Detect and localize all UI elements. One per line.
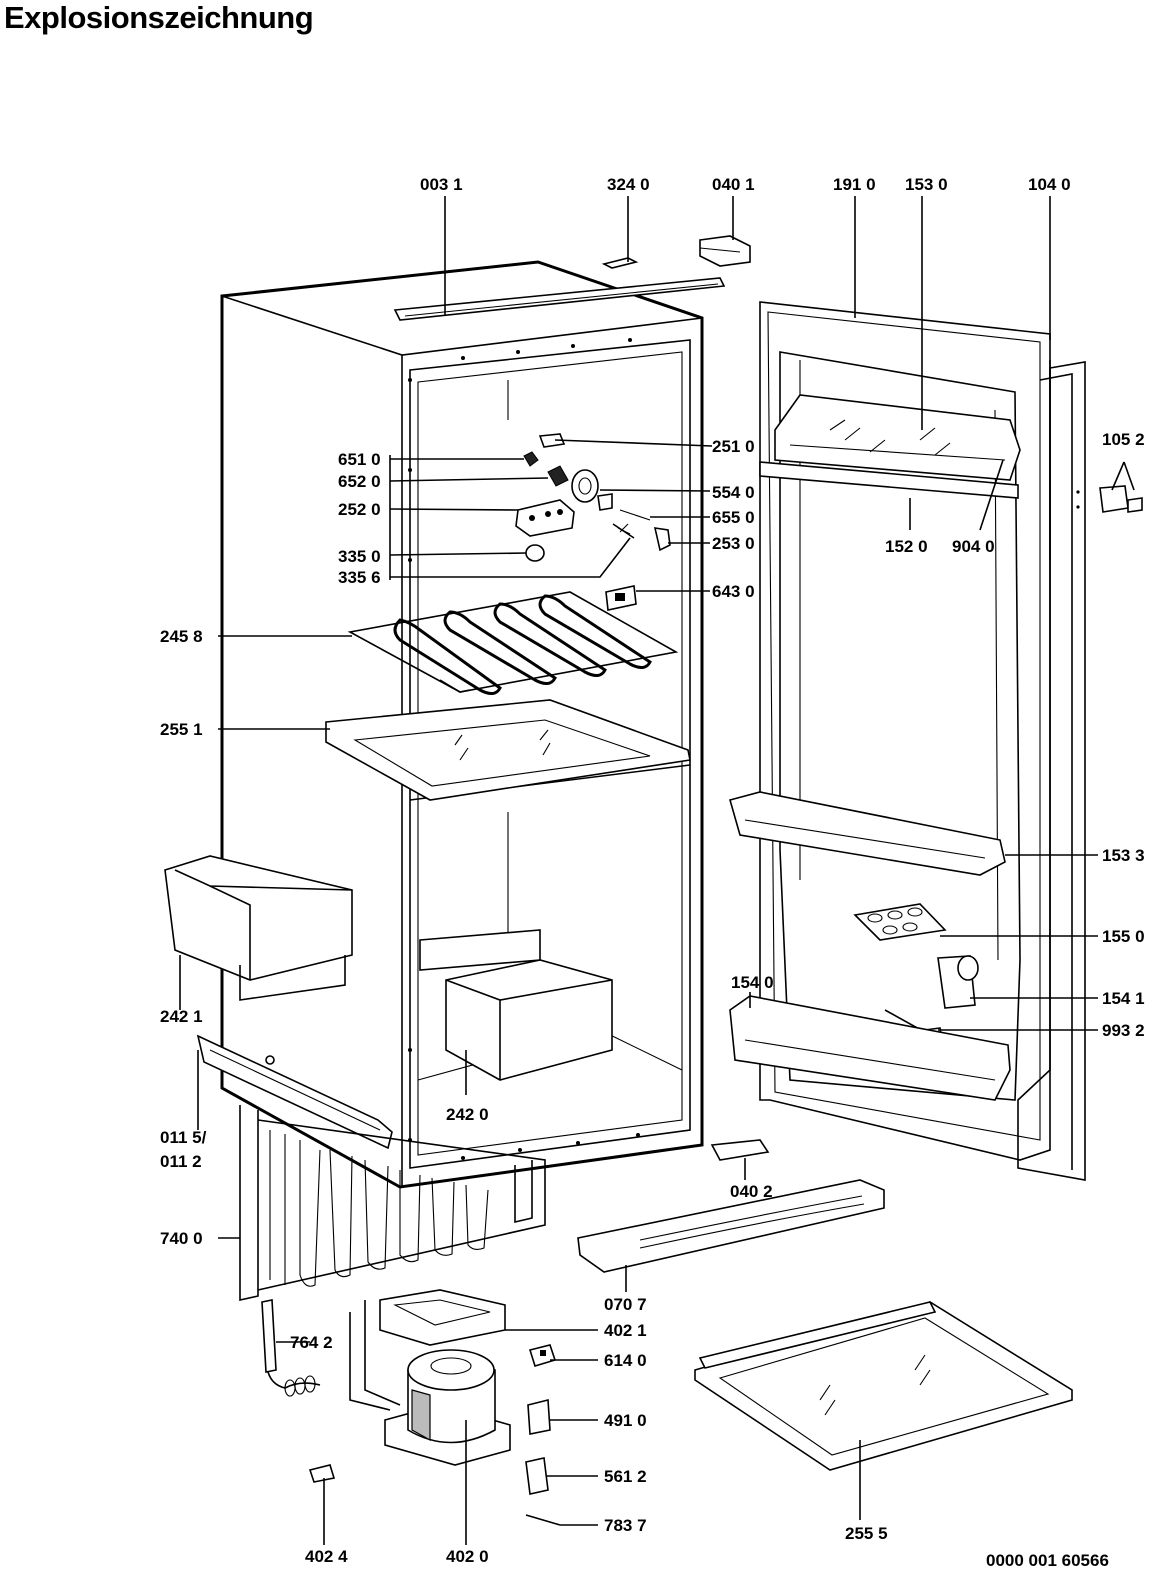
label-783-7: 783 7	[604, 1516, 647, 1535]
evaporator-part	[347, 591, 679, 695]
label-655-0: 655 0	[712, 508, 755, 527]
clip-part	[601, 257, 639, 269]
page-title: Explosionszeichnung	[4, 0, 314, 35]
hinge-105-2	[1076, 485, 1143, 513]
label-402-0: 402 0	[446, 1547, 489, 1566]
label-614-0: 614 0	[604, 1351, 647, 1370]
base-cover-part	[196, 1034, 393, 1150]
glass-shelf-upper	[325, 699, 691, 801]
label-402-4: 402 4	[305, 1547, 348, 1566]
label-491-0: 491 0	[604, 1411, 647, 1430]
condenser-part	[239, 1105, 546, 1301]
label-154-1: 154 1	[1102, 989, 1145, 1008]
label-155-0: 155 0	[1102, 927, 1145, 946]
label-652-0: 652 0	[338, 472, 381, 491]
label-242-0: 242 0	[446, 1105, 489, 1124]
label-003-1: 003 1	[420, 175, 463, 194]
label-245-8: 245 8	[160, 627, 203, 646]
label-040-2: 040 2	[730, 1182, 773, 1201]
document-number: 0000 001 60566	[986, 1551, 1109, 1570]
label-153-0: 153 0	[905, 175, 948, 194]
bin-242-0	[419, 929, 613, 1081]
label-335-0: 335 0	[338, 547, 381, 566]
label-154-0: 154 0	[731, 973, 774, 992]
label-643-0: 643 0	[712, 582, 755, 601]
label-104-0: 104 0	[1028, 175, 1071, 194]
leader-lines	[179, 196, 1135, 1545]
label-011-5: 011 5/	[160, 1128, 207, 1147]
label-251-0: 251 0	[712, 437, 755, 456]
label-402-1: 402 1	[604, 1321, 647, 1340]
label-740-0: 740 0	[160, 1229, 203, 1248]
label-153-3: 153 3	[1102, 846, 1145, 865]
label-651-0: 651 0	[338, 450, 381, 469]
label-040-1: 040 1	[712, 175, 755, 194]
label-242-1: 242 1	[160, 1007, 203, 1026]
label-105-2: 105 2	[1102, 430, 1145, 449]
door-assembly	[729, 301, 1086, 1181]
label-993-2: 993 2	[1102, 1021, 1145, 1040]
label-252-0: 252 0	[338, 500, 381, 519]
compressor-part	[384, 1349, 511, 1466]
control-parts	[515, 433, 671, 611]
label-191-0: 191 0	[833, 175, 876, 194]
part-labels: 003 1 324 0 040 1 191 0 153 0 104 0 251 …	[160, 175, 1145, 1570]
bracket-040-2	[710, 1139, 770, 1161]
label-255-5: 255 5	[845, 1524, 888, 1543]
label-764-2: 764 2	[290, 1333, 333, 1352]
label-070-7: 070 7	[604, 1295, 647, 1314]
electric-parts	[308, 1344, 561, 1526]
label-554-0: 554 0	[712, 483, 755, 502]
label-152-0: 152 0	[885, 537, 928, 556]
rail-070-7	[577, 1179, 885, 1273]
drip-tray-part	[379, 1289, 506, 1346]
dryer-filter-part	[261, 1299, 401, 1411]
glass-shelf-lower	[694, 1301, 1073, 1471]
hinge-bracket-top	[699, 235, 751, 267]
bin-242-1	[164, 855, 353, 1001]
label-904-0: 904 0	[952, 537, 995, 556]
label-324-0: 324 0	[607, 175, 650, 194]
label-561-2: 561 2	[604, 1467, 647, 1486]
label-253-0: 253 0	[712, 534, 755, 553]
label-011-2: 011 2	[160, 1152, 202, 1171]
label-255-1: 255 1	[160, 720, 203, 739]
label-335-6: 335 6	[338, 568, 381, 587]
top-rail-part	[393, 277, 726, 321]
